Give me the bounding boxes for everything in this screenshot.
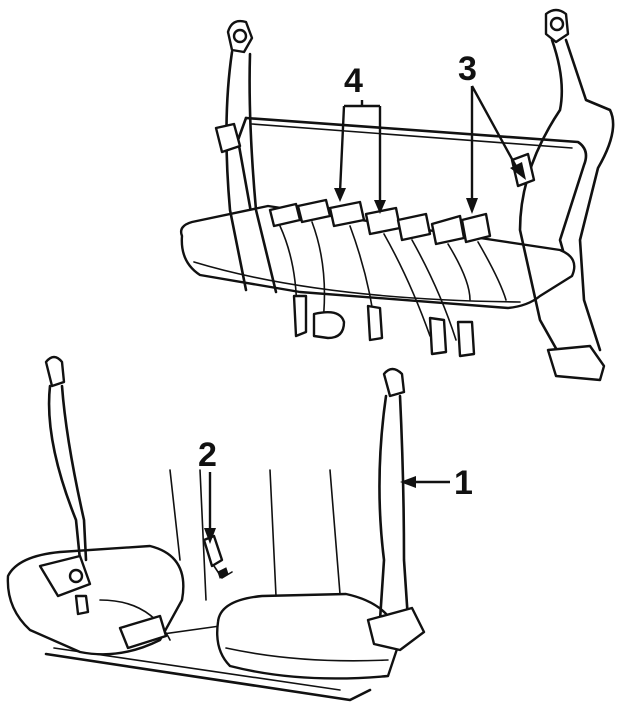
callout-2-label: 2 [198,436,217,474]
right-upper-anchor [510,8,615,382]
callout-3-label: 3 [458,50,477,88]
left-upper-anchor [214,19,278,294]
callout-4-label: 4 [344,62,363,100]
callout-3: 3 [458,50,526,214]
left-front-belt [38,355,92,616]
rear-seat-belt-assembly [179,8,615,382]
callout-4: 4 [334,62,386,214]
callout-1: 1 [400,464,473,502]
front-seat-belt-assembly [6,355,426,702]
rear-buckle-row [268,198,507,341]
front-center-buckle [202,534,233,579]
rear-lower-anchors [292,294,476,358]
right-front-belt [366,367,426,652]
callout-1-label: 1 [454,464,473,502]
callout-2: 2 [198,436,217,544]
